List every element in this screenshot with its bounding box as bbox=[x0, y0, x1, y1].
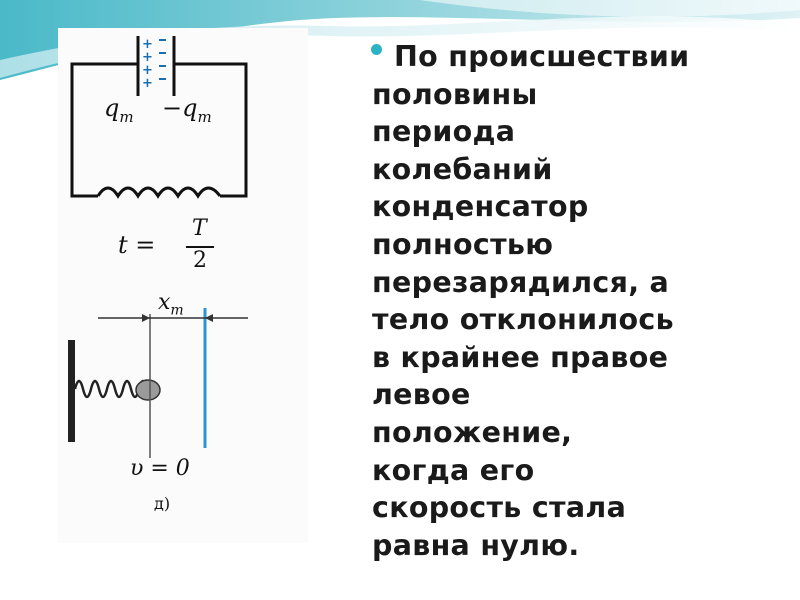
velocity-label: υ = 0 bbox=[130, 456, 190, 481]
lc-circuit bbox=[70, 36, 248, 199]
time-label: t = bbox=[118, 231, 156, 259]
time-numerator: T bbox=[192, 216, 207, 241]
text-line: в крайнее правое bbox=[372, 340, 669, 374]
text-line: левое bbox=[372, 378, 471, 412]
svg-text:+: + bbox=[142, 76, 153, 91]
svg-text:+: + bbox=[142, 50, 153, 65]
text-line: когда его bbox=[372, 453, 535, 487]
bullet-icon bbox=[371, 44, 382, 55]
spring-oscillator bbox=[68, 308, 248, 458]
text-line: конденсатор bbox=[372, 190, 589, 224]
text-line: периода bbox=[372, 115, 516, 149]
figure-caption: д) bbox=[154, 494, 171, 513]
figure-drawing: ++++ bbox=[68, 36, 248, 458]
svg-text:+: + bbox=[142, 63, 153, 78]
text-line: скорость стала bbox=[372, 491, 627, 525]
text-line: полностью bbox=[372, 227, 554, 261]
charge-right-label: −qm bbox=[162, 94, 212, 126]
text-line: половины bbox=[372, 77, 538, 111]
text-line: тело отклонилось bbox=[372, 303, 674, 337]
physics-figure: ++++ qm −qm t = T 2 xm υ = 0 д) bbox=[58, 28, 308, 543]
text-line: равна нулю. bbox=[372, 528, 580, 562]
svg-text:+: + bbox=[142, 37, 153, 52]
charge-left-label: qm bbox=[104, 94, 134, 126]
amplitude-label: xm bbox=[158, 290, 184, 319]
text-line: колебаний bbox=[372, 152, 553, 186]
time-denominator: 2 bbox=[193, 248, 207, 273]
text-line: перезарядился, а bbox=[372, 265, 670, 299]
text-line: положение, bbox=[372, 415, 573, 449]
capacitor-charges: ++++ bbox=[142, 37, 166, 91]
text-line: По происшествии bbox=[394, 40, 690, 73]
